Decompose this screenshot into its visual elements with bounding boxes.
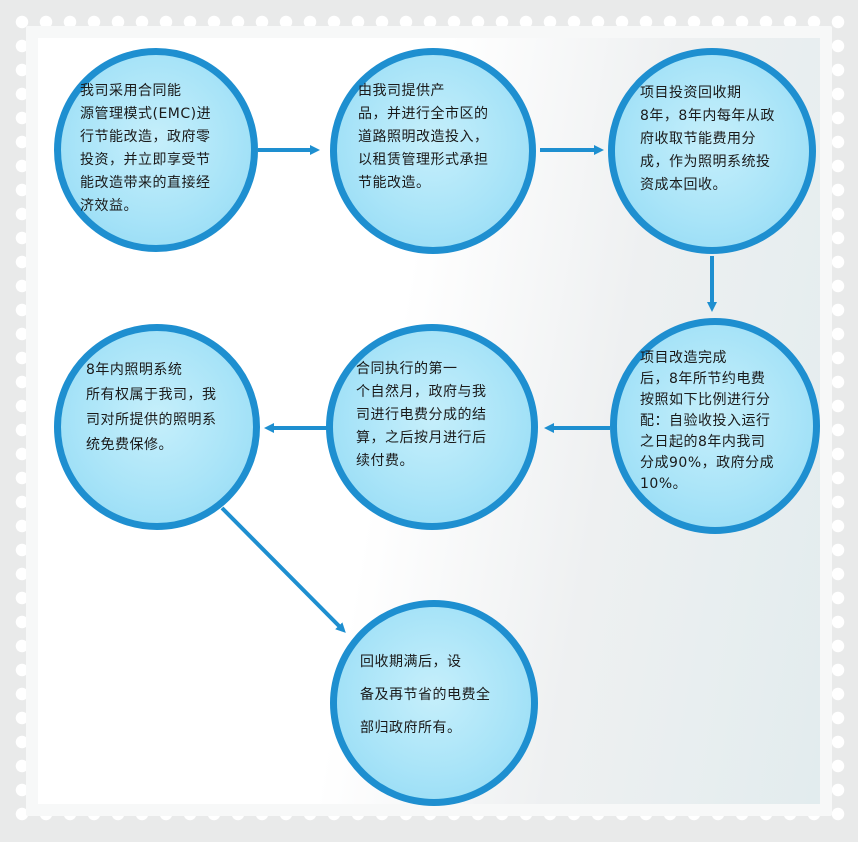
flow-node-3 xyxy=(608,48,816,254)
flow-node-3-text: 项目投资回收期 8年，8年内每年从政 府收取节能费用分 成，作为照明系统投 资成… xyxy=(640,85,775,193)
flow-node-6-text: 8年内照明系统 所有权属于我司，我 司对所提供的照明系 统免费保修。 xyxy=(86,362,217,453)
flow-node-4-text: 项目改造完成 后，8年所节约电费 按照如下比例进行分 配：自验收投入运行 之日起… xyxy=(640,350,775,492)
flow-node-2 xyxy=(330,48,536,254)
flow-node-6 xyxy=(54,324,260,530)
flow-node-5 xyxy=(326,324,538,530)
flow-node-2-text: 由我司提供产 品，并进行全市区的 道路照明改造投入， 以租赁管理形式承担 节能改… xyxy=(358,83,489,191)
flow-node-1 xyxy=(54,48,258,252)
flow-node-5-text: 合同执行的第一 个自然月，政府与我 司进行电费分成的结 算，之后按月进行后 续付… xyxy=(356,361,487,469)
flow-node-7 xyxy=(330,600,538,806)
flow-node-4 xyxy=(610,318,820,534)
flow-node-1-text: 我司采用合同能 源管理模式(EMC)进 行节能改造，政府零 投资，并立即享受节 … xyxy=(80,83,212,214)
flow-node-7-text: 回收期满后，设 备及再节省的电费全 部归政府所有。 xyxy=(360,654,491,736)
arrow-n6-to-n7 xyxy=(220,506,346,633)
